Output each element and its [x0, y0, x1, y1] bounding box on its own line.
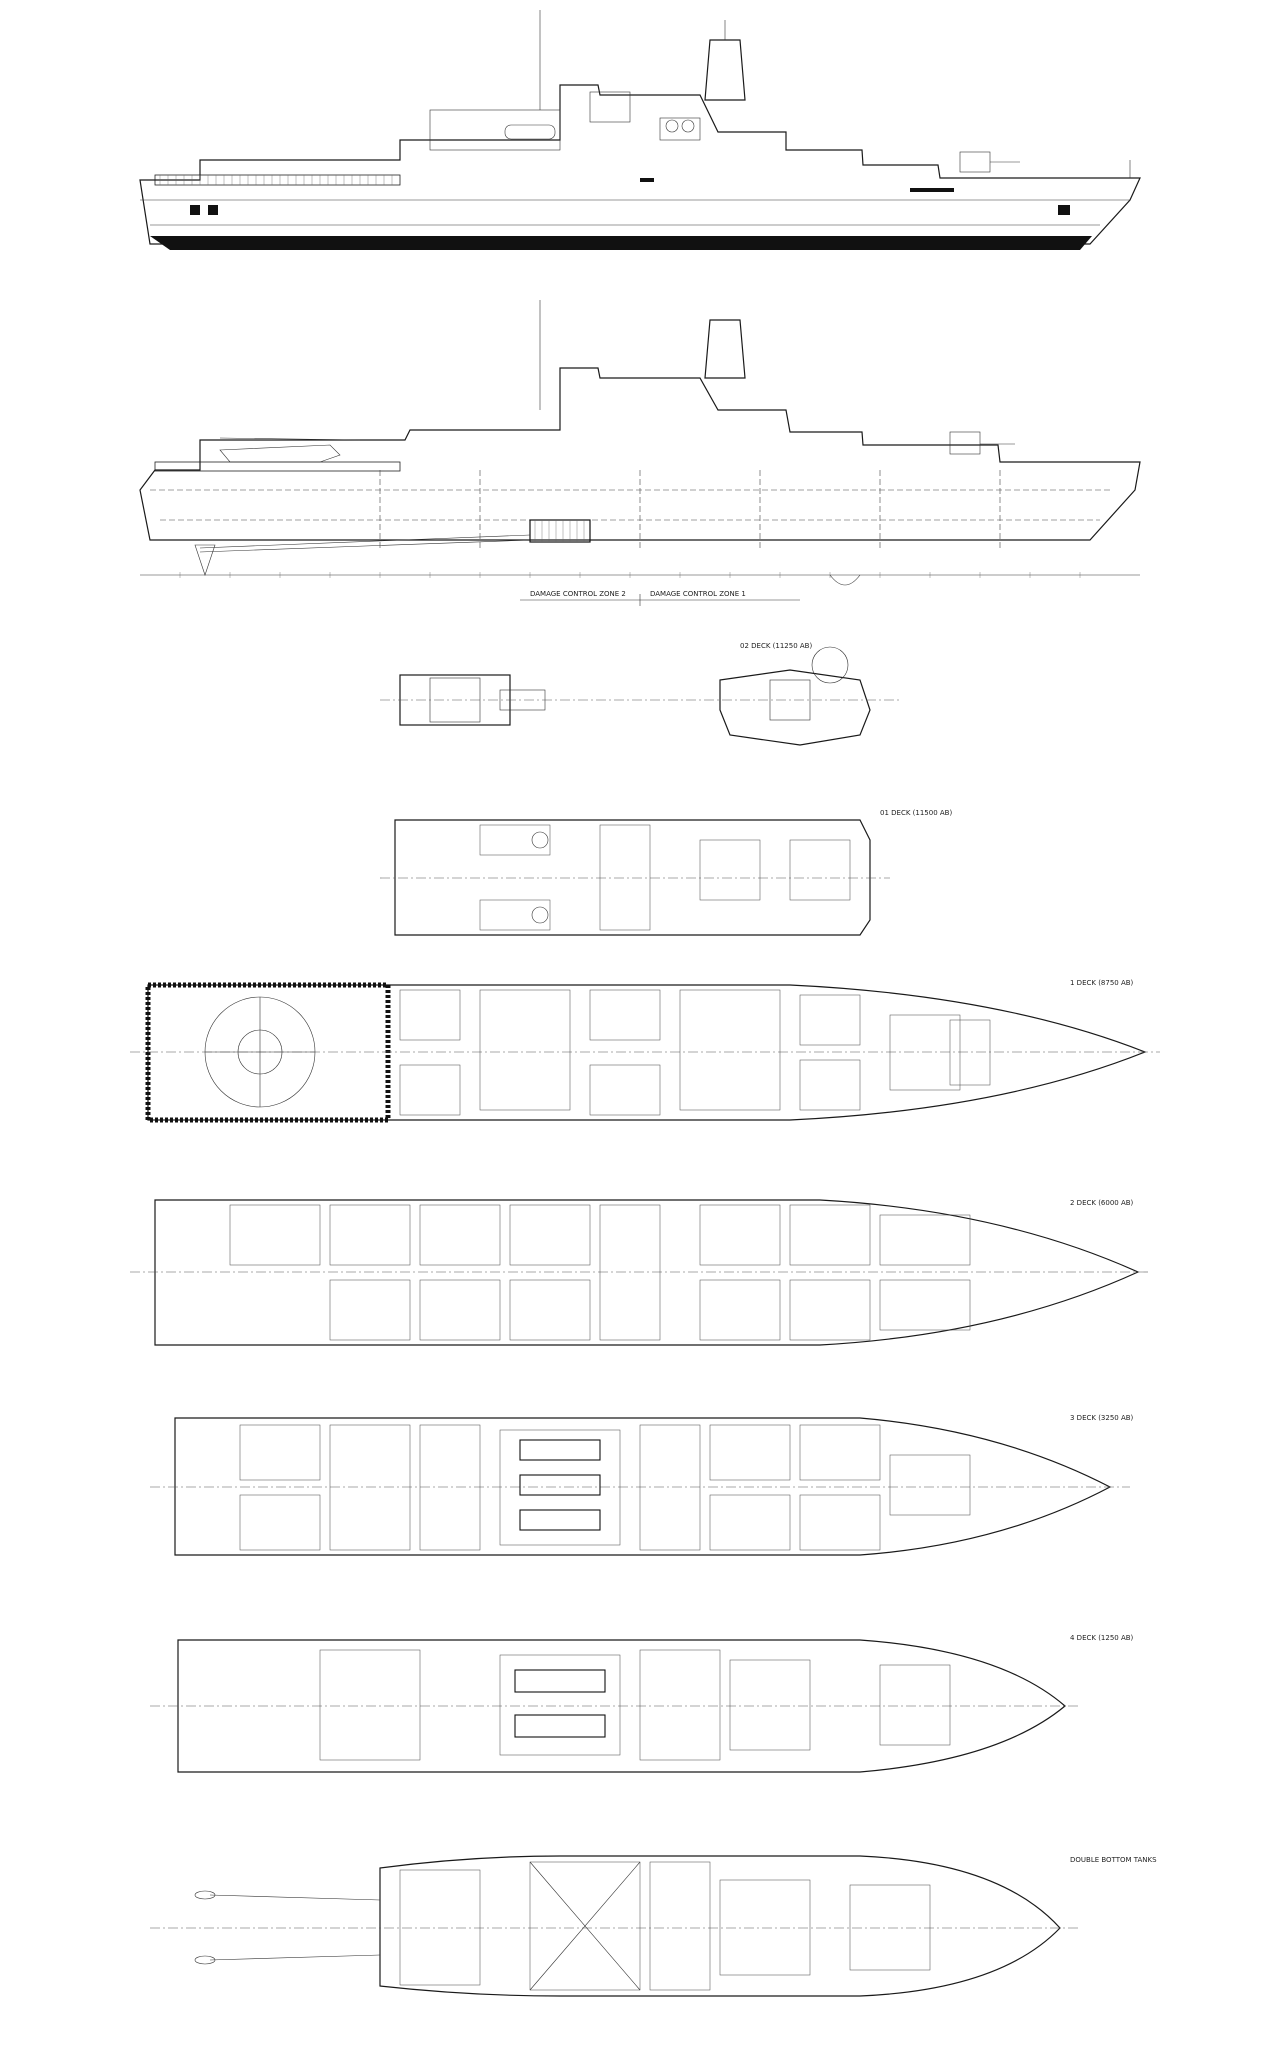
double-bottom-plan: DOUBLE BOTTOM TANKS	[150, 1855, 1157, 1997]
damage-zone-1-label: DAMAGE CONTROL ZONE 1	[650, 590, 746, 598]
deck-4-label: 4 DECK (1250 AB)	[1070, 1634, 1134, 1642]
helideck-rail	[154, 174, 401, 186]
inboard-engine	[529, 519, 591, 543]
deck-02-plan: 02 DECK (11250 AB)	[380, 642, 900, 746]
damage-zone-2-label: DAMAGE CONTROL ZONE 2	[530, 590, 626, 598]
deck-1-plan: 1 DECK (8750 AB)	[130, 979, 1160, 1123]
main-engines-deck-3	[499, 1429, 621, 1546]
inboard-profile: DAMAGE CONTROL ZONE 2 DAMAGE CONTROL ZON…	[139, 300, 1141, 606]
deck-3-plan: 3 DECK (3250 AB)	[150, 1414, 1134, 1556]
deck-1-label: 1 DECK (8750 AB)	[1070, 979, 1134, 987]
double-bottom-label: DOUBLE BOTTOM TANKS	[1070, 1856, 1157, 1864]
exterior-profile	[139, 10, 1141, 250]
deck-3-label: 3 DECK (3250 AB)	[1070, 1414, 1134, 1422]
deck-4-plan: 4 DECK (1250 AB)	[150, 1634, 1134, 1773]
helicopter-silhouette	[219, 444, 341, 463]
deck-01-plan: 01 DECK (11500 AB)	[380, 809, 952, 936]
deck-02-label: 02 DECK (11250 AB)	[740, 642, 812, 650]
deck-2-label: 2 DECK (6000 AB)	[1070, 1199, 1134, 1207]
main-engines-deck-4	[499, 1654, 621, 1756]
deck-2-plan: 2 DECK (6000 AB)	[130, 1199, 1150, 1346]
deck-01-label: 01 DECK (11500 AB)	[880, 809, 952, 817]
